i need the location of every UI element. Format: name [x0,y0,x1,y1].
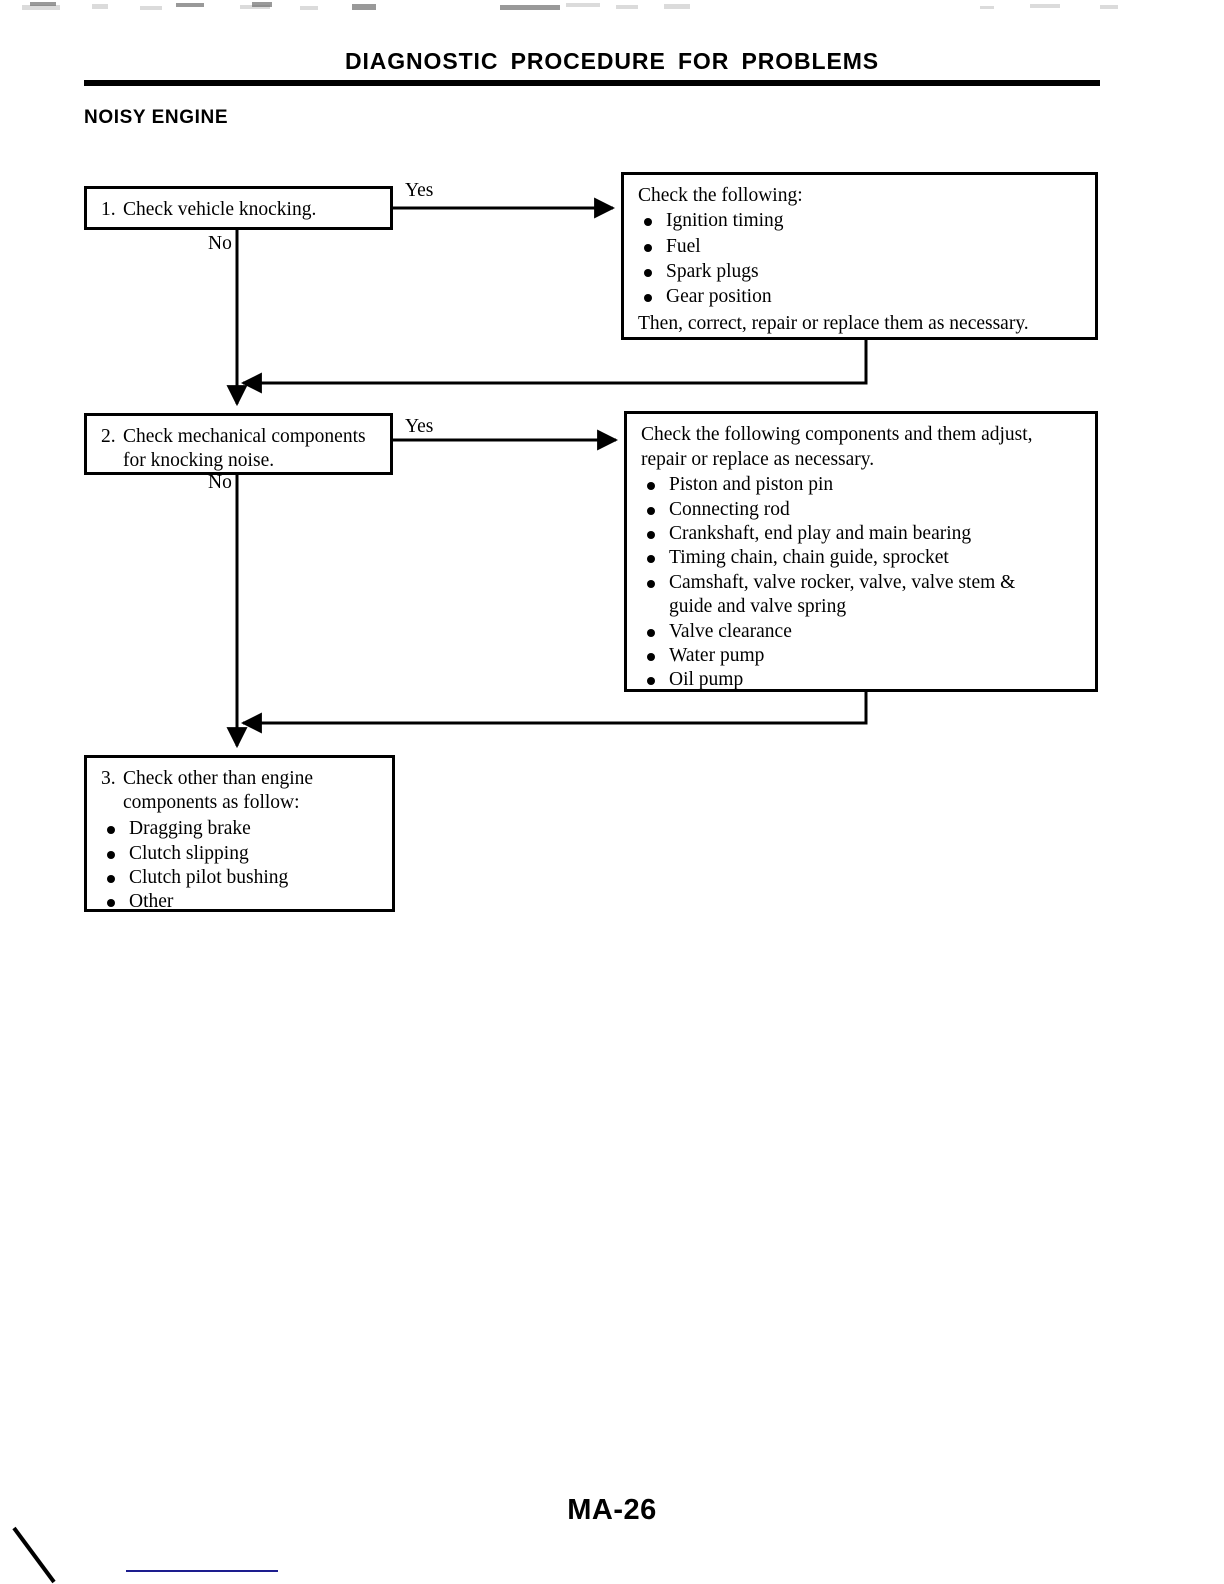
step3-item-0: Dragging brake [129,818,251,840]
step2-number: 2. [101,426,116,447]
scan-artifact [352,4,376,10]
list-item: Valve clearance [641,620,1085,644]
scan-artifact [616,5,638,9]
scan-artifact [252,2,272,7]
action1-item-1: Fuel [666,235,701,257]
list-item: Other [101,890,382,914]
list-item: Clutch slipping [101,842,382,866]
flow-node-step1: 1. Check vehicle knocking. [84,186,393,230]
action2-item-2: Crankshaft, end play and main bearing [669,523,972,545]
list-item: Timing chain, chain guide, sprocket [641,546,1085,570]
list-item: Spark plugs [638,260,1085,284]
list-item: Oil pump [641,668,1085,692]
list-item: Gear position [638,285,1085,309]
action1-item-2: Spark plugs [666,260,759,282]
section-heading: NOISY ENGINE [84,107,229,128]
scan-artifact [500,5,560,10]
step3-list: Dragging brake Clutch slipping Clutch pi… [101,817,382,915]
scan-artifact [664,4,690,9]
list-item: Water pump [641,644,1085,668]
action1-item-0: Ignition timing [666,210,784,232]
list-item: Clutch pilot bushing [101,866,382,890]
blue-margin-rule [126,1570,278,1572]
action1-tail: Then, correct, repair or replace them as… [638,312,1029,334]
action2-item-3: Timing chain, chain guide, sprocket [669,547,949,569]
scan-artifact [1100,5,1118,9]
flow-node-step3: 3. Check other than engine components as… [84,755,395,912]
scan-artifact [140,6,162,10]
action1-item-3: Gear position [666,286,772,308]
list-item: Fuel [638,235,1085,259]
step2-line1: Check mechanical components [123,426,366,447]
branch-label-no-2: No [208,472,232,493]
scan-corner-mark-icon [12,1526,56,1584]
step3-line2: components as follow: [123,792,300,814]
action1-list: Ignition timing Fuel Spark plugs Gear po… [638,209,1085,310]
step1-text: Check vehicle knocking. [123,199,317,220]
action2-item-0: Piston and piston pin [669,474,834,496]
action2-list: Piston and piston pin Connecting rod Cra… [641,473,1085,692]
step3-item-2: Clutch pilot bushing [129,867,289,889]
step3-number: 3. [101,768,116,789]
scan-artifact [566,3,600,7]
scan-artifact [92,4,108,9]
list-item: Piston and piston pin [641,473,1085,497]
scan-artifact [240,5,270,9]
list-item: Ignition timing [638,209,1085,233]
action2-item-5: Valve clearance [669,620,792,642]
action2-item-7: Oil pump [669,669,744,691]
action2-item-1: Connecting rod [669,498,790,520]
page-number: MA-26 [567,1494,657,1526]
page-title: DIAGNOSTIC PROCEDURE FOR PROBLEMS [344,48,880,74]
scan-artifact [300,6,318,10]
scan-artifact [1030,4,1060,8]
step1-number: 1. [101,199,116,220]
action2-item-4-continuation: guide and valve spring [669,596,847,618]
step3-item-3: Other [129,891,174,913]
step2-line2: for knocking noise. [123,450,275,472]
branch-label-yes-1: Yes [405,180,434,201]
step3-line1: Check other than engine [123,768,314,789]
action1-lead: Check the following: [638,185,803,206]
action2-lead1: Check the following components and them … [641,424,1033,445]
step2-text: Check mechanical components for knocking… [123,425,380,473]
branch-label-no-1: No [208,233,232,254]
scan-artifact [980,6,994,9]
flow-node-step2: 2. Check mechanical components for knock… [84,413,393,475]
action2-item-4: Camshaft, valve rocker, valve, valve ste… [669,571,1016,593]
list-item: Dragging brake [101,817,382,841]
title-divider [84,80,1100,86]
branch-label-yes-2: Yes [405,416,434,437]
scan-artifact [22,5,60,10]
scan-artifact [176,3,204,7]
flow-node-action2: Check the following components and them … [624,411,1098,692]
step3-text: Check other than engine components as fo… [123,767,382,815]
list-item: Camshaft, valve rocker, valve, valve ste… [641,571,1085,620]
list-item: Crankshaft, end play and main bearing [641,522,1085,546]
flow-node-action1: Check the following: Ignition timing Fue… [621,172,1098,340]
diagnostic-flowchart: 1. Check vehicle knocking. Check the fol… [84,172,1098,912]
step3-item-1: Clutch slipping [129,842,249,864]
action2-item-6: Water pump [669,644,765,666]
list-item: Connecting rod [641,498,1085,522]
scan-artifact [30,2,56,6]
action2-lead2: repair or replace as necessary. [641,449,875,471]
